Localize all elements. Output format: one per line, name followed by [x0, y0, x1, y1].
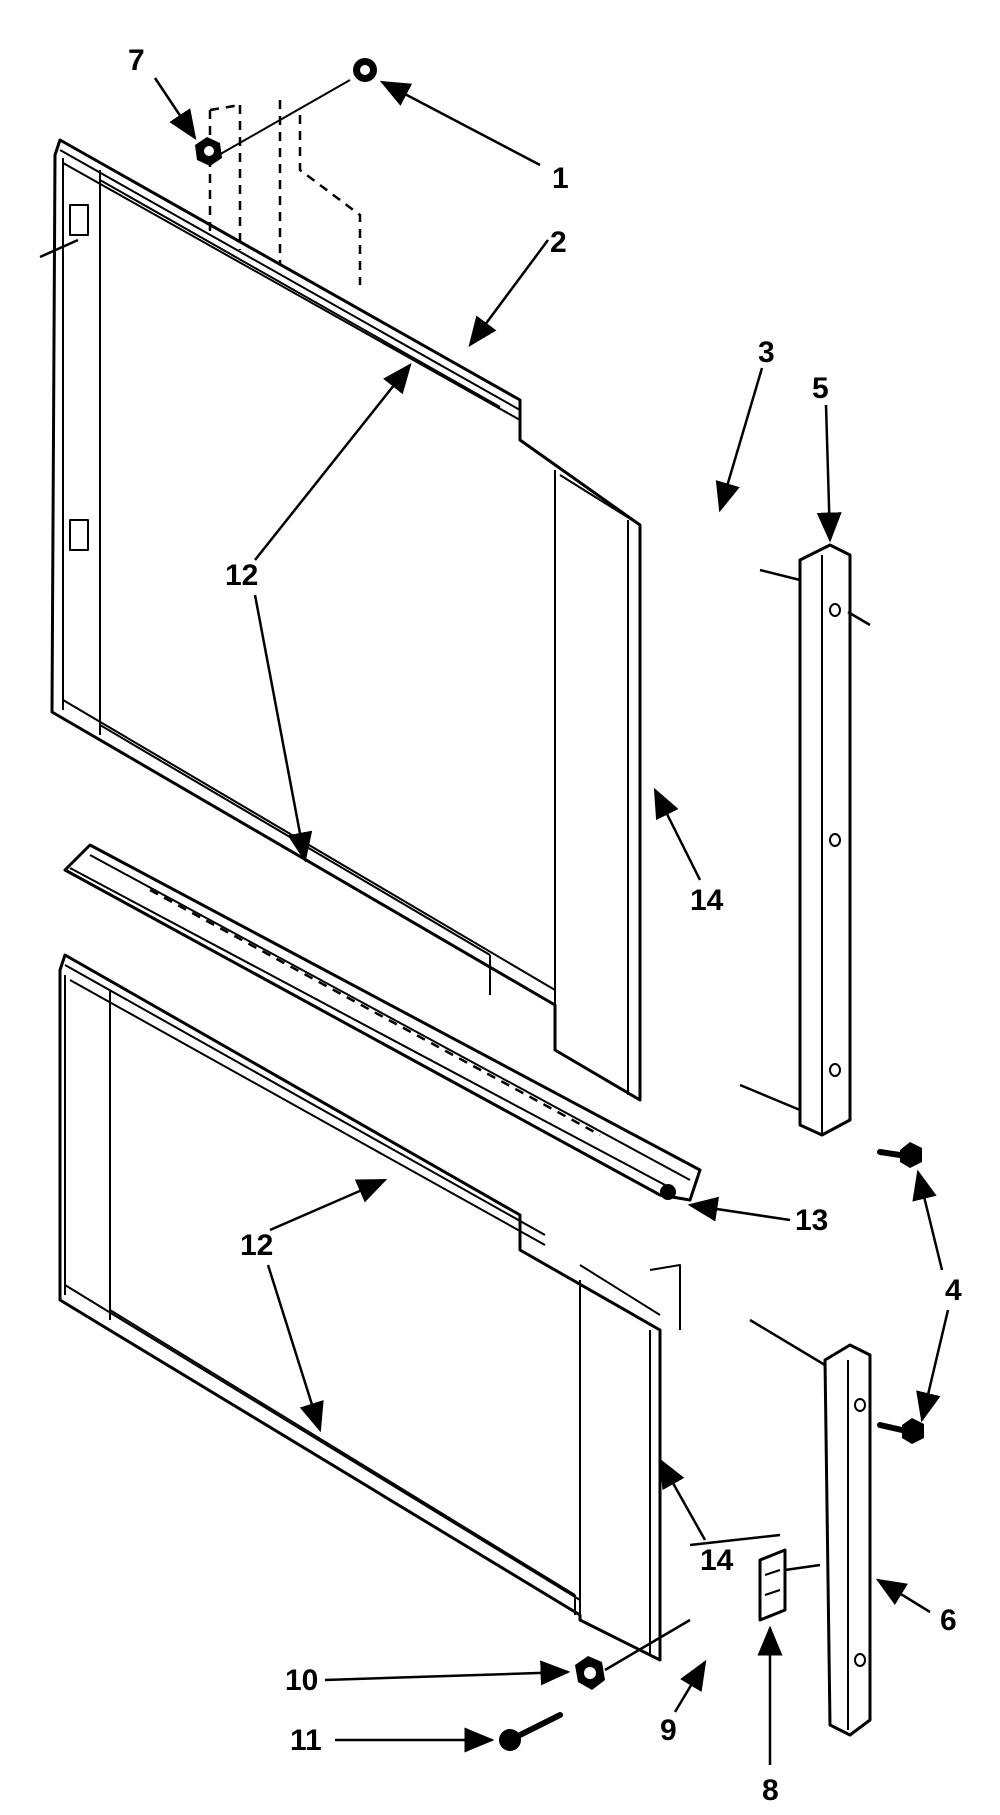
lower-door-panel: [58, 953, 681, 1662]
side-bracket-part-5: [739, 543, 871, 1137]
nut-part-7: [195, 137, 222, 166]
callout-1: 1: [552, 162, 569, 195]
callout-10: 10: [285, 1664, 318, 1697]
callout-5: 5: [812, 372, 829, 405]
screw-part-4-lower: [877, 1418, 924, 1444]
callout-9: 9: [660, 1714, 677, 1747]
side-bracket-part-6: [689, 1318, 872, 1737]
callout-14-upper: 14: [690, 884, 724, 917]
callout-8: 8: [762, 1774, 779, 1807]
callout-3: 3: [758, 336, 775, 369]
callout-2: 2: [550, 226, 567, 259]
screw-part-11: [499, 1712, 563, 1751]
callout-13: 13: [795, 1204, 828, 1237]
callout-6: 6: [940, 1604, 957, 1637]
callout-12-upper: 12: [225, 559, 258, 592]
trim-strip-part-13: [63, 843, 702, 1202]
bolt-part-1: [209, 58, 377, 161]
callout-4: 4: [945, 1274, 962, 1307]
screw-part-4-upper: [877, 1142, 922, 1168]
callout-14-lower: 14: [700, 1544, 734, 1577]
nut-part-10: [575, 1618, 691, 1690]
hinge-bracket-part-8: [758, 1548, 821, 1622]
callout-12-lower: 12: [240, 1229, 273, 1262]
leader-lines: [39, 77, 950, 1765]
callout-11: 11: [290, 1724, 322, 1757]
callout-7: 7: [128, 44, 145, 77]
